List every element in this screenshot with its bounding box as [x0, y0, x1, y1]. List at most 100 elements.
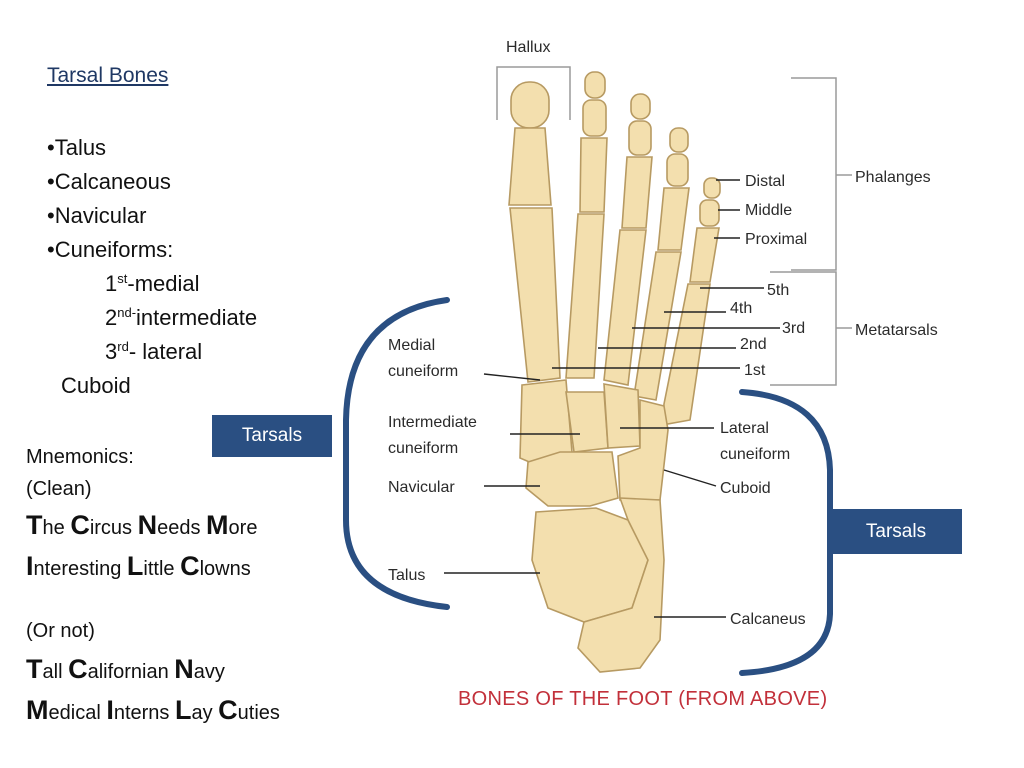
mnemonic-line: Medical Interns Lay Cuties	[26, 695, 280, 726]
mnemonic-initial: I	[106, 695, 114, 725]
bullet-mark: •	[47, 237, 55, 262]
label-navicular: Navicular	[388, 479, 455, 496]
tarsals-badge-left: Tarsals	[212, 415, 332, 457]
lateral-cuneiform-bone	[603, 383, 641, 449]
toe-3-distal	[630, 93, 651, 120]
bullet-mark: •	[47, 203, 55, 228]
toe-5-distal	[703, 177, 721, 199]
clean-label: (Clean)	[26, 478, 92, 500]
label-intermediate-cuneiform-1: Intermediate	[388, 414, 477, 431]
toe-4-distal	[669, 127, 689, 153]
label-3rd-metatarsal: 3rd	[782, 320, 805, 337]
tarsal-bone-list: •Talus •Calcaneous •Navicular •Cuneiform…	[47, 131, 257, 403]
mnemonic-initial: C	[180, 551, 200, 581]
hallux-distal-phalanx	[510, 81, 550, 129]
cuneiform-text: - lateral	[128, 339, 203, 364]
label-5th-metatarsal: 5th	[767, 282, 789, 299]
mnemonics-label: Mnemonics:	[26, 446, 134, 468]
ordinal-number: 1	[105, 271, 118, 296]
mnemonic-initial: C	[68, 654, 88, 684]
mnemonic-word: ay	[191, 702, 219, 724]
mnemonic-word: ore	[228, 517, 258, 539]
list-item: •Talus	[47, 131, 257, 165]
foot-bones	[508, 71, 721, 673]
mnemonic-line: Interesting Little Clowns	[26, 551, 251, 582]
list-item-text: Talus	[54, 135, 107, 160]
mnemonic-word: eeds	[157, 517, 207, 539]
label-medial-cuneiform-2: cuneiform	[388, 363, 458, 380]
cuneiform-text: intermediate	[136, 305, 258, 330]
toe-2-distal	[584, 71, 606, 99]
left-tarsals-bracket	[343, 297, 450, 610]
ordinal-suffix: rd	[117, 339, 129, 354]
label-talus: Talus	[388, 567, 425, 584]
mnemonic-word: nterns	[113, 702, 175, 724]
toe-5-middle	[699, 199, 720, 227]
ordinal-number: 3	[105, 339, 118, 364]
mnemonic-word: avy	[193, 661, 225, 683]
mnemonic-word: ircus	[89, 517, 138, 539]
label-proximal: Proximal	[745, 231, 807, 248]
ordinal-number: 2	[105, 305, 118, 330]
second-metatarsal	[565, 213, 605, 379]
mnemonic-word: nteresting	[33, 558, 127, 580]
bullet-mark: •	[47, 135, 55, 160]
bullet-mark: •	[47, 169, 55, 194]
label-distal: Distal	[745, 173, 785, 190]
mnemonic-initial: C	[70, 510, 90, 540]
label-middle: Middle	[745, 202, 792, 219]
or-not-label: (Or not)	[26, 620, 95, 642]
label-medial-cuneiform-1: Medial	[388, 337, 435, 354]
mnemonic-initial: M	[206, 510, 229, 540]
toe-2-middle	[582, 99, 607, 137]
mnemonic-initial: N	[137, 510, 158, 540]
label-cuboid: Cuboid	[720, 480, 771, 497]
intermediate-cuneiform-bone	[565, 391, 609, 453]
toe-3-middle	[628, 120, 652, 156]
label-calcaneus: Calcaneus	[730, 611, 806, 628]
list-item-text: Navicular	[54, 203, 147, 228]
mnemonic-initial: T	[26, 510, 43, 540]
mnemonic-word: all	[42, 661, 69, 683]
leader-lines	[444, 179, 780, 618]
mnemonic-initial: L	[126, 551, 144, 581]
mnemonic-word: he	[42, 517, 71, 539]
hallux-proximal-phalanx	[508, 127, 552, 206]
toe-2-proximal	[579, 137, 608, 213]
mnemonic-word: alifornian	[87, 661, 175, 683]
list-item-text: Calcaneous	[54, 169, 171, 194]
label-lateral-cuneiform-1: Lateral	[720, 420, 769, 437]
first-metatarsal	[509, 207, 561, 383]
cuboid-item: Cuboid	[61, 373, 131, 398]
list-item-text: Cuneiforms:	[54, 237, 174, 262]
slide-heading: Tarsal Bones	[47, 64, 169, 87]
diagram-caption: BONES OF THE FOOT (FROM ABOVE)	[458, 688, 827, 710]
fifth-metatarsal	[661, 283, 711, 426]
mnemonic-word: ittle	[143, 558, 181, 580]
label-phalanges: Phalanges	[855, 169, 931, 186]
mnemonic-initial: I	[26, 551, 34, 581]
calcaneus-bone	[577, 497, 665, 673]
label-4th-metatarsal: 4th	[730, 300, 752, 317]
cuneiform-item: 3rd- lateral	[47, 335, 257, 369]
label-metatarsals: Metatarsals	[855, 322, 938, 339]
mnemonic-initial: N	[174, 654, 194, 684]
label-2nd-metatarsal: 2nd	[740, 336, 767, 353]
cuneiform-item: 1st-medial	[47, 267, 257, 301]
toe-3-proximal	[621, 156, 653, 229]
mnemonic-line: The Circus Needs More	[26, 510, 257, 541]
mnemonic-word: uties	[237, 702, 280, 724]
mnemonic-initial: M	[26, 695, 49, 725]
tarsals-badge-right: Tarsals	[830, 509, 962, 554]
label-1st-metatarsal: 1st	[744, 362, 766, 379]
toe-5-proximal	[689, 227, 720, 283]
mnemonic-initial: L	[174, 695, 192, 725]
list-item: •Navicular	[47, 199, 257, 233]
foot-bones-diagram: Hallux Distal Middle Proximal Phalanges …	[343, 39, 938, 710]
label-hallux: Hallux	[506, 39, 550, 56]
ordinal-suffix: st	[117, 271, 128, 286]
right-tarsals-bracket	[739, 389, 833, 676]
label-lateral-cuneiform-2: cuneiform	[720, 446, 790, 463]
label-intermediate-cuneiform-2: cuneiform	[388, 440, 458, 457]
